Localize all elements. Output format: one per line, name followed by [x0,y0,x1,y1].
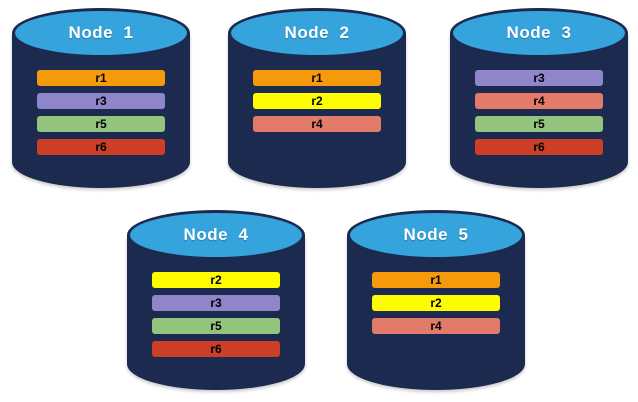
partition-bar: r4 [475,93,603,109]
partition-bar: r4 [372,318,500,334]
partition-bar: r1 [253,70,381,86]
partition-bar: r3 [475,70,603,86]
partition-bar: r5 [475,116,603,132]
partition-bar: r6 [152,341,280,357]
node-top-ellipse [347,210,525,260]
partition-bar: r4 [253,116,381,132]
partition-list: r3 r4 r5 r6 [475,70,603,155]
partition-bar: r2 [152,272,280,288]
partition-list: r1 r2 r4 [253,70,381,132]
node-body [450,33,628,188]
partition-bar: r1 [372,272,500,288]
node-top-ellipse [127,210,305,260]
node-body [347,235,525,390]
partition-bar: r3 [152,295,280,311]
partition-bar: r1 [37,70,165,86]
partition-bar: r3 [37,93,165,109]
partition-bar: r6 [37,139,165,155]
partition-bar: r5 [152,318,280,334]
partition-list: r1 r3 r5 r6 [37,70,165,155]
node-body [127,235,305,390]
node-body [12,33,190,188]
partition-list: r2 r3 r5 r6 [152,272,280,357]
partition-bar: r5 [37,116,165,132]
node-top-ellipse [12,8,190,58]
node-body [228,33,406,188]
node-top-ellipse [228,8,406,58]
partition-list: r1 r2 r4 [372,272,500,334]
partition-bar: r6 [475,139,603,155]
partition-bar: r2 [372,295,500,311]
node-top-ellipse [450,8,628,58]
partition-bar: r2 [253,93,381,109]
